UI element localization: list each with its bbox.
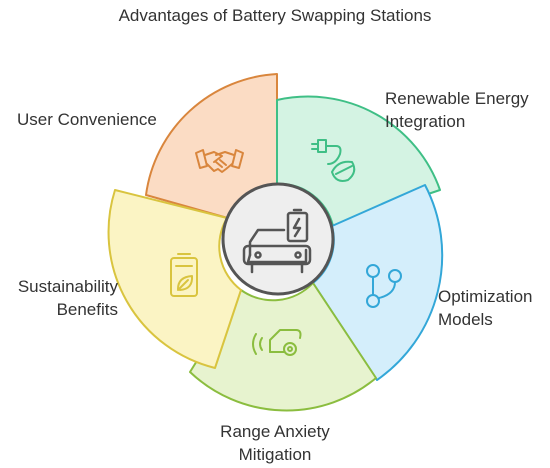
battery-leaf-icon — [170, 253, 198, 297]
electric-car-battery-icon — [242, 208, 312, 274]
label-line: Sustainability — [17, 277, 118, 296]
segment-sustainability-benefits — [107, 189, 242, 369]
handshake-icon — [195, 149, 244, 173]
center-circle — [221, 182, 335, 296]
label-line: Models — [438, 310, 493, 329]
segment-range-anxiety — [189, 282, 377, 412]
label-sustainability-benefits: Sustainability Benefits — [0, 275, 118, 321]
label-line: User Convenience — [17, 110, 157, 129]
label-user-convenience: User Convenience — [17, 108, 187, 131]
label-renewable-energy: Renewable Energy Integration — [385, 87, 550, 133]
plug-leaf-icon — [311, 139, 356, 182]
label-line: Integration — [385, 112, 466, 131]
ev-charging-car-icon — [252, 329, 302, 356]
label-optimization-models: Optimization Models — [438, 285, 548, 331]
label-range-anxiety: Range Anxiety Mitigation — [190, 420, 360, 466]
label-line: Renewable Energy — [385, 89, 529, 108]
label-line: Optimization — [438, 287, 533, 306]
label-line: Mitigation — [238, 445, 312, 464]
label-line: Range Anxiety — [220, 422, 330, 441]
label-line: Benefits — [56, 300, 118, 319]
flow-nodes-icon — [366, 264, 402, 308]
diagram-title: Advantages of Battery Swapping Stations — [118, 6, 432, 25]
